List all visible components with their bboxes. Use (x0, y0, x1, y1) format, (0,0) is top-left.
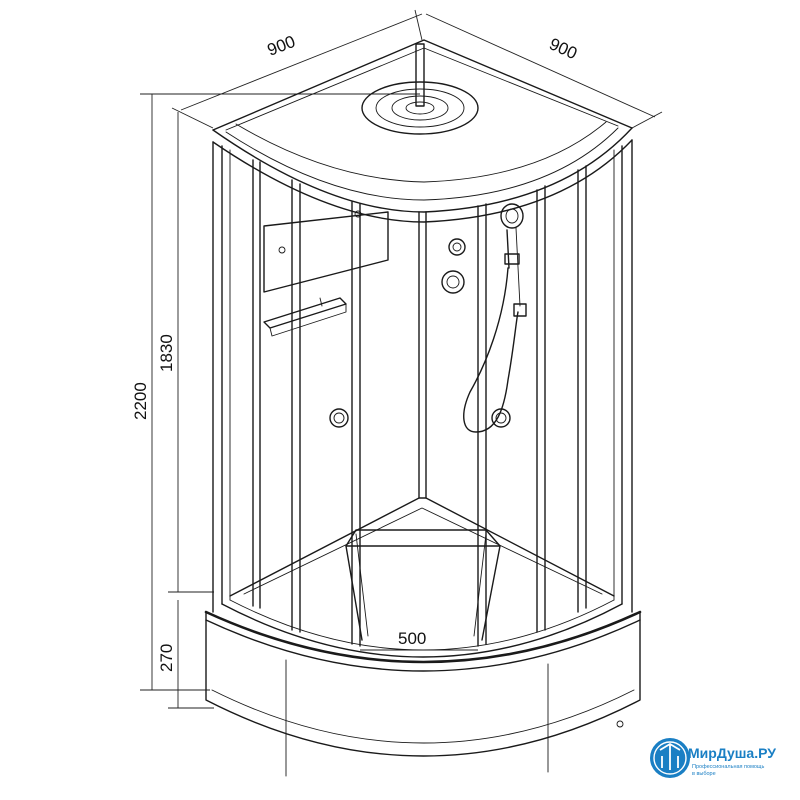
logo-tagline-2: в выборе (692, 771, 716, 777)
tray-well-inner (355, 533, 487, 637)
hand-shower-face (505, 208, 519, 224)
roof (212, 39, 633, 223)
hand-shower-handle (506, 229, 510, 269)
control-panel (263, 211, 389, 293)
drain-plug-icon (616, 720, 624, 728)
rain-shower-pipe (415, 43, 425, 107)
dim-line-top-right (425, 13, 656, 118)
door-profiles (252, 159, 587, 647)
shower-holder (504, 253, 520, 265)
shower-logo-icon (659, 742, 681, 770)
tray-well-sides (345, 545, 501, 641)
slide-bar (515, 227, 521, 307)
mixer-handle-icon (441, 270, 465, 294)
logo-ring (653, 741, 687, 775)
tray-outer (205, 611, 641, 757)
roof-back-edge (212, 39, 633, 131)
mixer-knob-center (452, 242, 462, 252)
frame (212, 139, 633, 613)
rain-shower-ring (375, 88, 465, 128)
massage-jet-icon (491, 408, 511, 428)
tray-bottom-band (211, 689, 635, 744)
tray-rim (204, 610, 642, 664)
dim-label-total-height: 2200 (131, 382, 150, 420)
hand-shower-head-icon (500, 203, 524, 229)
ext-line (171, 107, 214, 129)
door-bottom-track (221, 603, 623, 658)
mixer-handle-center (446, 275, 460, 289)
dim-label-cabin-height: 1830 (157, 334, 176, 372)
roof-front-edge (212, 127, 633, 213)
roof-panel (235, 121, 607, 183)
floor-inner-edge (243, 507, 603, 595)
roof-inner-front (225, 127, 619, 201)
shower-hose (463, 267, 519, 433)
dim-label-tray-height: 270 (157, 644, 176, 672)
logo-tagline-1: Профессиональная помощь (692, 764, 764, 770)
tray-interior (221, 497, 623, 658)
accessories (263, 203, 527, 433)
ext-line (414, 9, 423, 41)
massage-jet-center (333, 412, 345, 424)
floor-back-edge (229, 497, 615, 597)
rain-shower-ring (391, 95, 449, 121)
door-bottom-track-inner (229, 599, 615, 651)
massage-jet-center (495, 412, 507, 424)
dim-label-top-right: 900 (546, 34, 580, 63)
tray-rim-lower (205, 619, 641, 672)
tray-base (204, 610, 642, 777)
shelf-edge (269, 303, 347, 337)
mixer-knob-icon (448, 238, 466, 256)
dim-label-top-left: 900 (265, 32, 298, 60)
seat-step (345, 529, 501, 547)
ext-line (631, 111, 663, 129)
slide-bar-bracket (513, 303, 527, 317)
shelf-bracket (319, 297, 323, 307)
massage-jet-icon (329, 408, 349, 428)
brand-logo: МирДуша.РУ Профессиональная помощь в выб… (650, 738, 776, 778)
shelf (263, 297, 347, 329)
rain-shower-outer (361, 81, 479, 135)
panel-button-icon (354, 210, 362, 218)
panel-button-icon (278, 246, 286, 254)
roof-lip (212, 139, 633, 223)
dim-label-tray-width: 500 (398, 629, 426, 648)
rain-shower-center (405, 101, 435, 115)
logo-name: МирДуша.РУ (688, 745, 776, 761)
dimension-lines (140, 9, 663, 709)
